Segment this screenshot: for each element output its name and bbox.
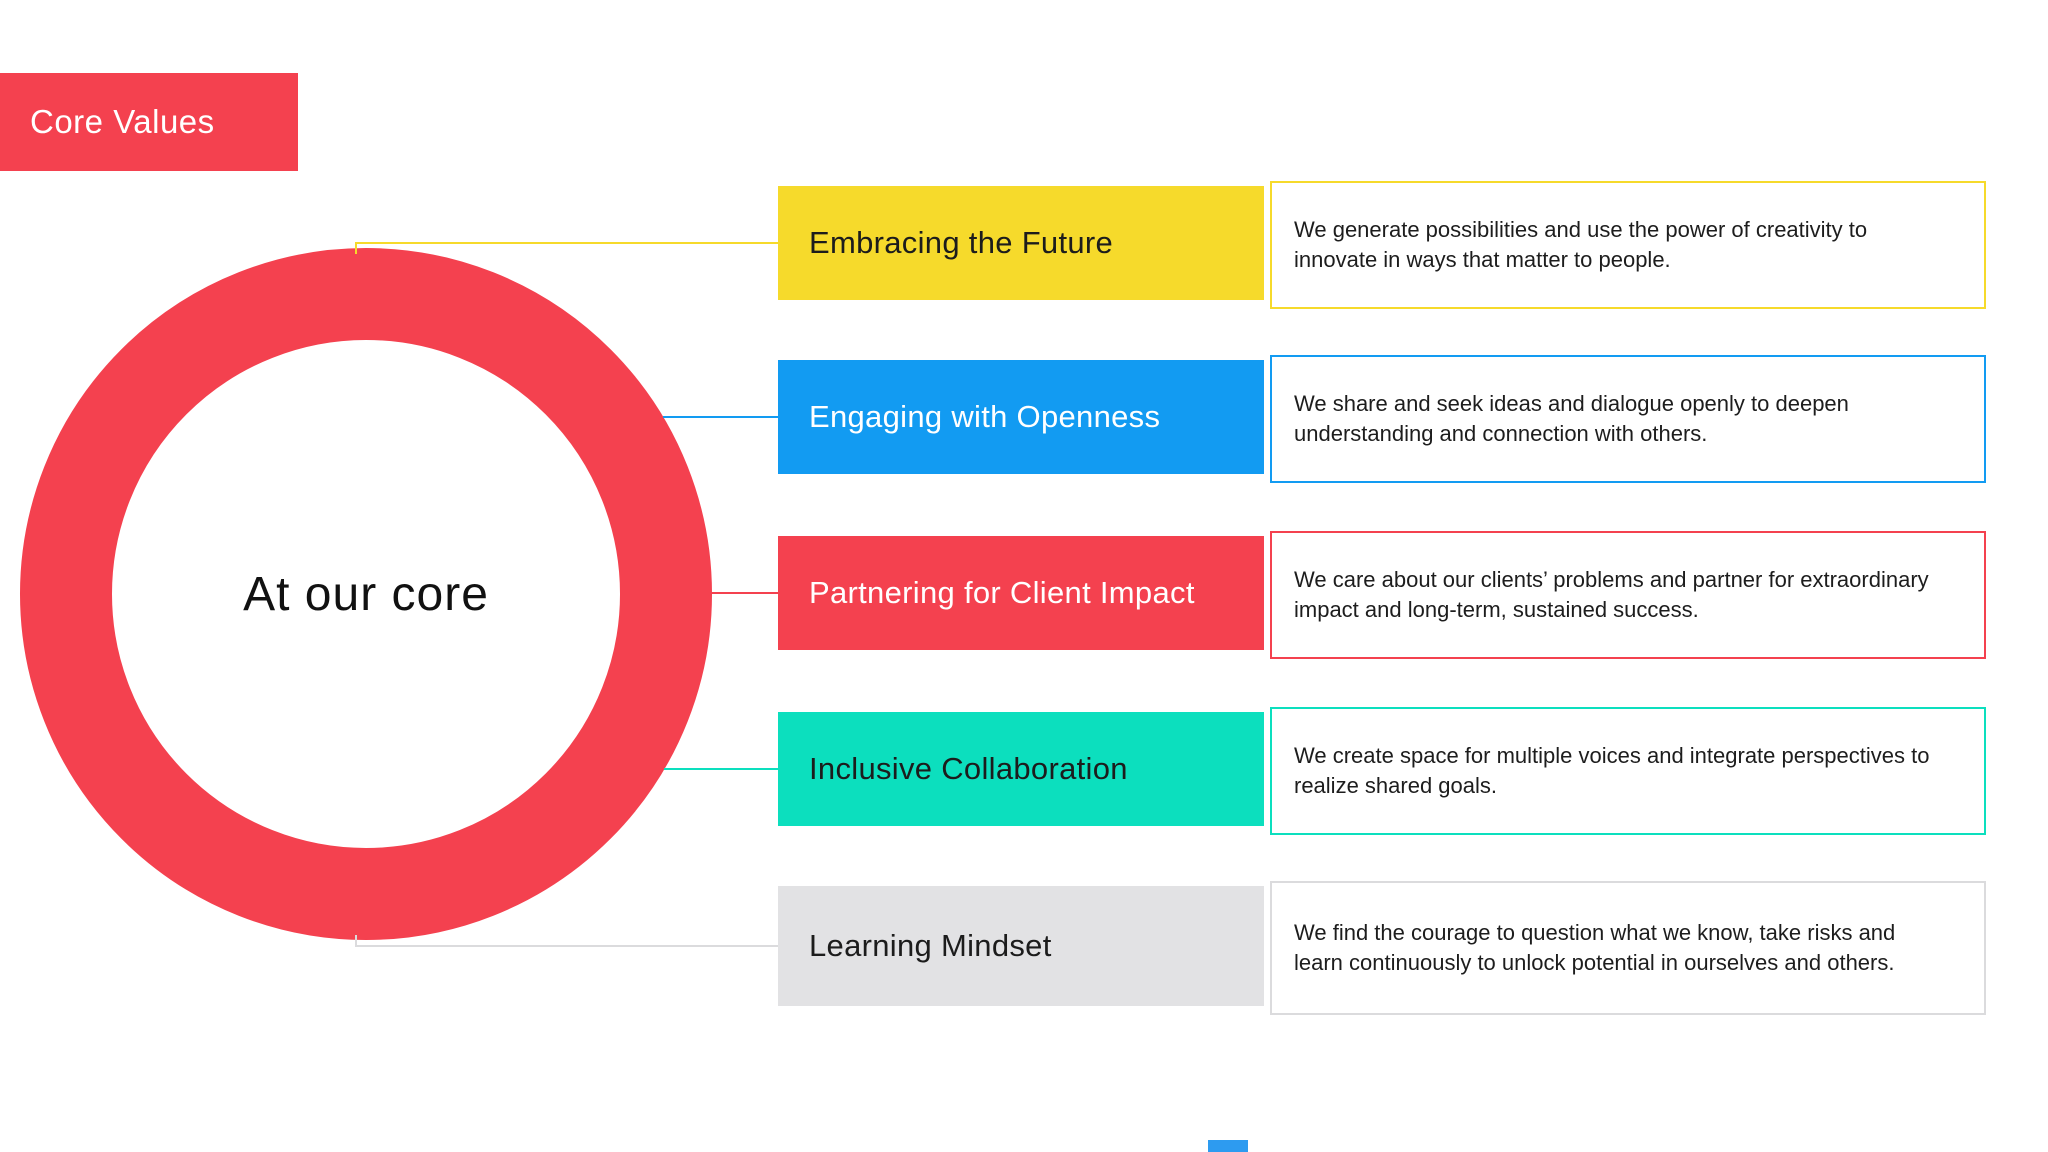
value-name: Learning Mindset bbox=[809, 928, 1052, 963]
connector-line bbox=[663, 416, 778, 418]
connector-line bbox=[710, 592, 778, 594]
value-label: Embracing the Future bbox=[778, 186, 1264, 300]
value-label: Engaging with Openness bbox=[778, 360, 1264, 474]
value-name: Engaging with Openness bbox=[809, 399, 1161, 434]
value-name: Embracing the Future bbox=[809, 225, 1114, 260]
value-name: Partnering for Client Impact bbox=[809, 575, 1195, 610]
value-description: We find the courage to question what we … bbox=[1270, 881, 1986, 1015]
connector-line bbox=[355, 945, 778, 947]
value-label: Inclusive Collaboration bbox=[778, 712, 1264, 826]
bottom-edge-artifact bbox=[1208, 1140, 1248, 1152]
core-ring-title: At our core bbox=[20, 248, 712, 940]
value-description-text: We share and seek ideas and dialogue ope… bbox=[1294, 391, 1849, 446]
value-description: We generate possibilities and use the po… bbox=[1270, 181, 1986, 309]
connector-tick bbox=[355, 242, 357, 254]
core-values-badge-label: Core Values bbox=[30, 103, 215, 140]
connector-line bbox=[664, 768, 778, 770]
value-label: Partnering for Client Impact bbox=[778, 536, 1264, 650]
value-description-text: We find the courage to question what we … bbox=[1294, 920, 1896, 975]
value-name: Inclusive Collaboration bbox=[809, 751, 1128, 786]
value-description: We share and seek ideas and dialogue ope… bbox=[1270, 355, 1986, 483]
value-description-text: We generate possibilities and use the po… bbox=[1294, 217, 1868, 272]
value-description-text: We create space for multiple voices and … bbox=[1294, 743, 1930, 798]
value-description-text: We care about our clients’ problems and … bbox=[1294, 567, 1929, 622]
value-description: We create space for multiple voices and … bbox=[1270, 707, 1986, 835]
core-values-badge: Core Values bbox=[0, 73, 298, 171]
connector-tick bbox=[355, 935, 357, 947]
core-ring-title-text: At our core bbox=[243, 567, 489, 621]
connector-line bbox=[355, 242, 778, 244]
value-description: We care about our clients’ problems and … bbox=[1270, 531, 1986, 659]
value-label: Learning Mindset bbox=[778, 886, 1264, 1006]
